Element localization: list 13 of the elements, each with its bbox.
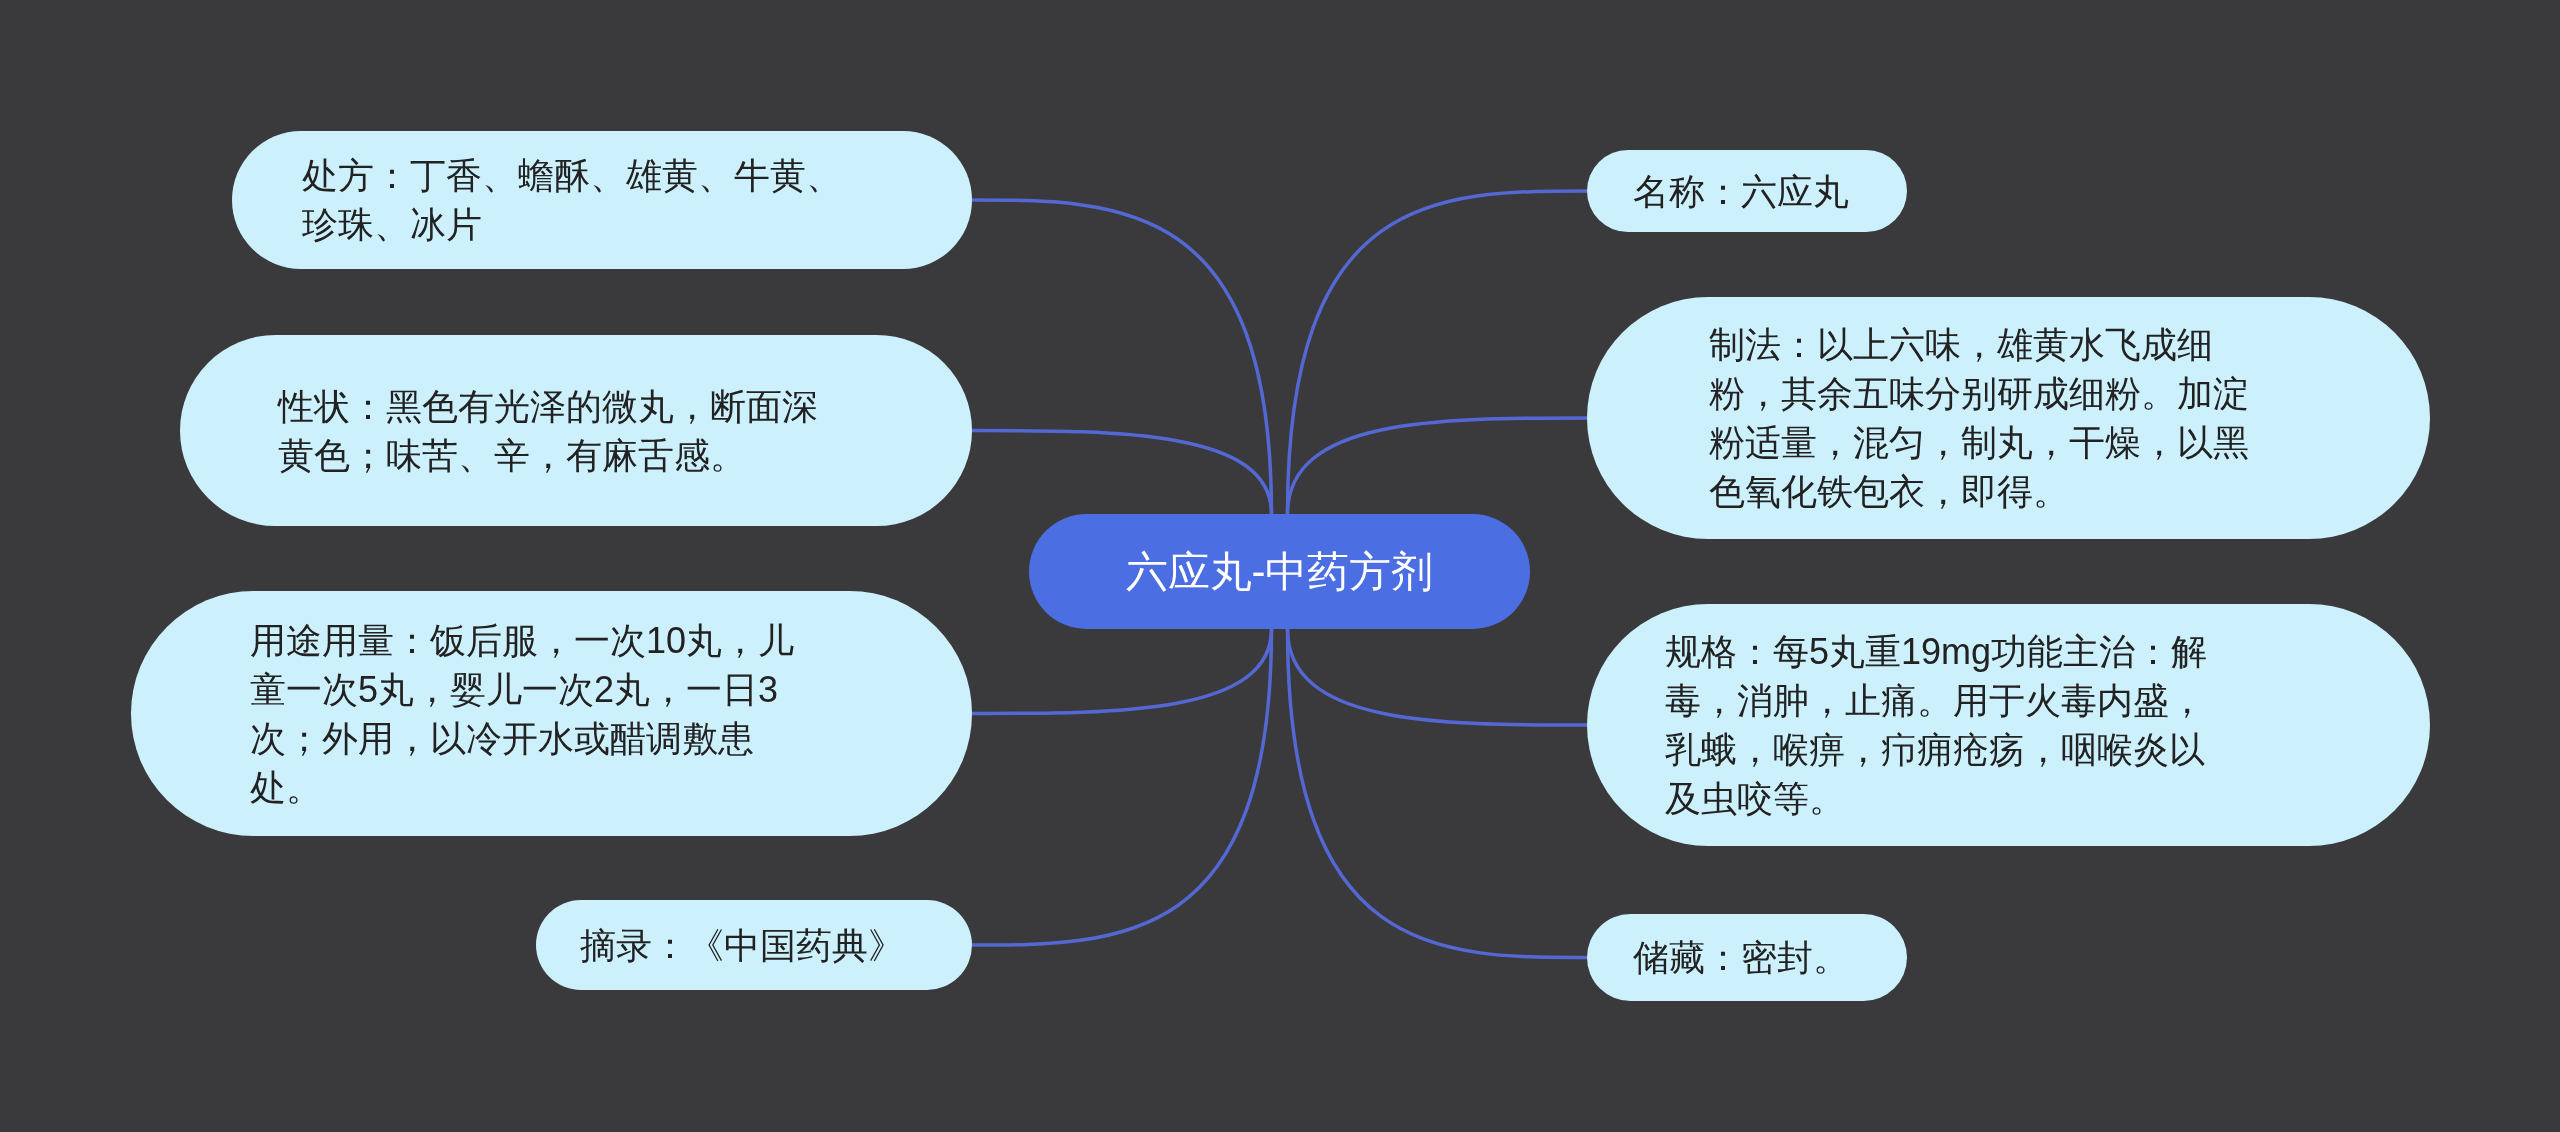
topic-box: 名称：六应丸 bbox=[1587, 150, 1907, 232]
topic-box: 规格：每5丸重19mg功能主治：解毒，消肿，止痛。用于火毒内盛，乳蛾，喉痹，疖痈疮疡，咽喉炎以及虫咬等。 bbox=[1587, 604, 2430, 846]
connector-line bbox=[1285, 628, 1587, 960]
topic-box: 处方：丁香、蟾酥、雄黄、牛黄、珍珠、冰片 bbox=[232, 131, 972, 269]
connector-line bbox=[972, 428, 1274, 515]
topic-box: 用途用量：饭后服，一次10丸，儿童一次5丸，婴儿一次2丸，一日3次；外用，以冷开水或醋调敷患处。 bbox=[131, 591, 972, 836]
topic-box: 制法：以上六味，雄黄水飞成细粉，其余五味分别研成细粉。加淀粉适量，混匀，制丸，干燥，以黑色氧化铁包衣，即得。 bbox=[1587, 297, 2430, 539]
topic-box: 性状：黑色有光泽的微丸，断面深黄色；味苦、辛，有麻舌感。 bbox=[180, 335, 972, 526]
central-topic-box: 六应丸-中药方剂 bbox=[1029, 514, 1530, 629]
connector-line bbox=[972, 628, 1274, 947]
connector-line bbox=[1285, 416, 1587, 515]
topic-box: 摘录：《中国药典》 bbox=[536, 900, 972, 990]
topic-box: 储藏：密封。 bbox=[1587, 914, 1907, 1001]
